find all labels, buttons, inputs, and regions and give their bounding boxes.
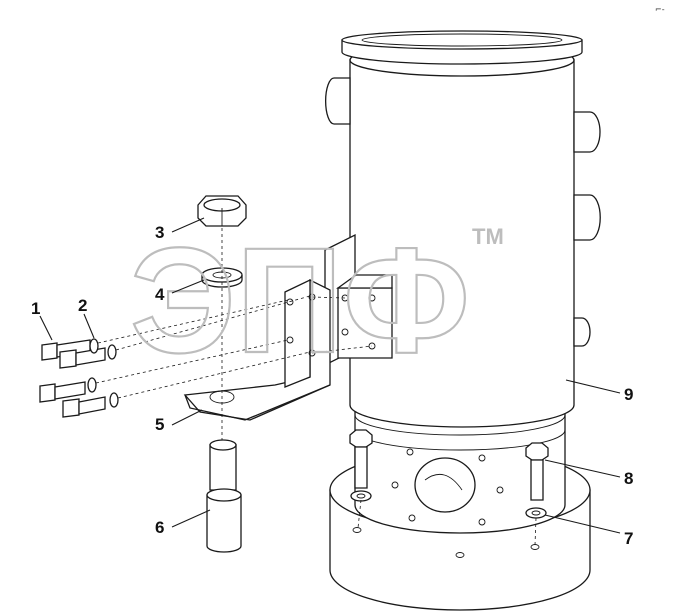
base-bolts <box>349 429 549 501</box>
callout-4: 4 <box>155 285 165 304</box>
callouts: 1 2 3 4 5 6 7 8 9 <box>31 223 633 548</box>
watermark-tm: TM <box>472 224 504 249</box>
callout-7: 7 <box>624 529 633 548</box>
hex-nut <box>197 195 247 227</box>
leader-lines <box>39 217 621 534</box>
callout-8: 8 <box>624 469 633 488</box>
base-bolt-axis-left <box>357 499 362 529</box>
pin <box>206 439 242 553</box>
lock-washers-group <box>87 338 119 408</box>
corner-mark: ⌐- <box>655 5 665 14</box>
assembly-lines <box>95 295 373 399</box>
callout-3: 3 <box>155 223 164 242</box>
watermark: ЭПФ TM <box>129 215 504 385</box>
callout-9: 9 <box>624 385 633 404</box>
callout-2: 2 <box>78 296 87 315</box>
callout-5: 5 <box>155 415 164 434</box>
cylinder-housing <box>324 30 601 611</box>
base-bolt-axis-right <box>534 517 537 546</box>
bolts-group <box>39 339 106 418</box>
callout-1: 1 <box>31 299 40 318</box>
callout-6: 6 <box>155 518 164 537</box>
watermark-text: ЭПФ <box>130 216 470 384</box>
mounting-bracket <box>183 278 331 421</box>
